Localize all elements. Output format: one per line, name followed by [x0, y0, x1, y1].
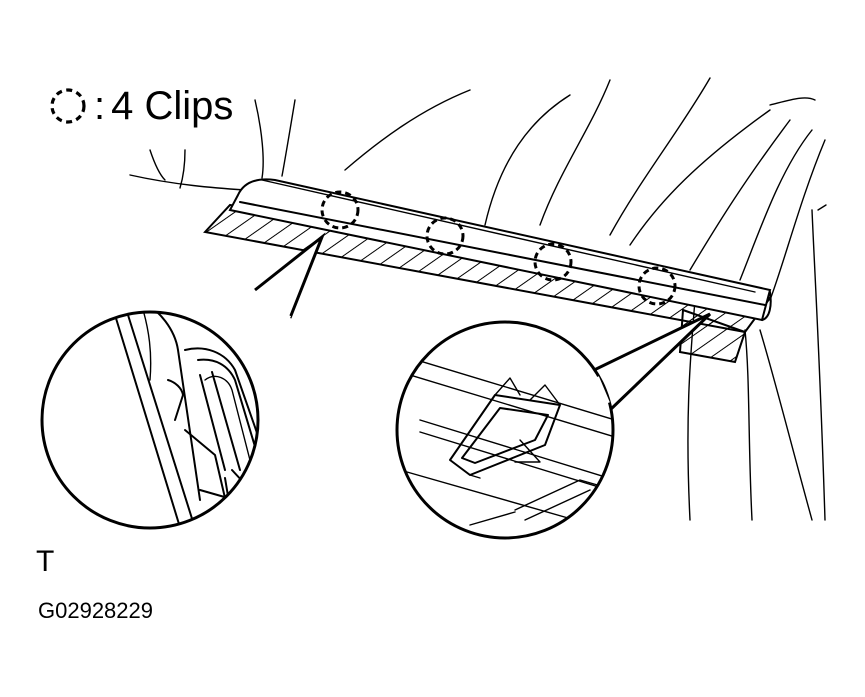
legend-label: 4 Clips	[111, 84, 234, 128]
marker-letter: T	[36, 545, 55, 578]
clip-location-1	[320, 190, 360, 230]
vehicle-body-outline	[129, 77, 827, 521]
figure-code: G02928229	[38, 598, 153, 623]
clip-locations	[320, 190, 677, 306]
legend-separator: :	[94, 84, 106, 128]
dashed-circle-icon	[50, 88, 86, 124]
scuff-plate	[203, 178, 772, 364]
clip-close-up-bubble	[395, 312, 712, 540]
clip-location-2	[425, 216, 465, 256]
clip-legend: : 4 Clips	[48, 82, 233, 130]
clip-section-detail-bubble	[40, 232, 326, 530]
clip-location-4	[637, 266, 677, 306]
clip-location-3	[533, 242, 573, 282]
